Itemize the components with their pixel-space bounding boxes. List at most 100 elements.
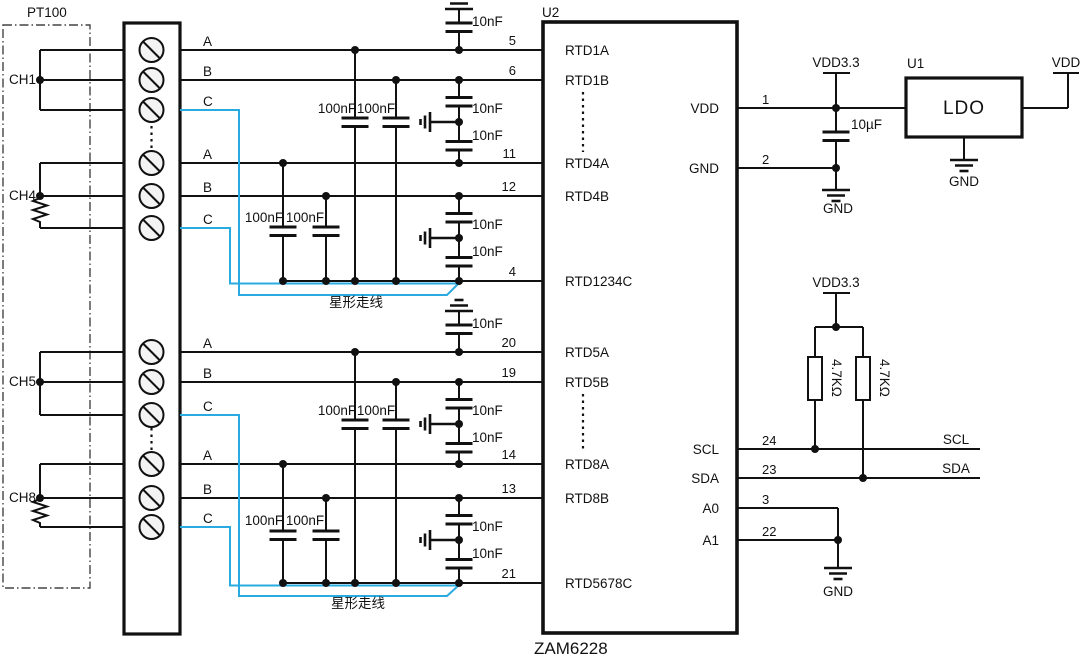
sda-net-label: SDA: [942, 461, 970, 476]
junction-dot: [455, 579, 463, 587]
svg-text:100nF: 100nF: [318, 101, 356, 116]
svg-text:SCL: SCL: [693, 442, 720, 457]
screw-slot: [142, 154, 161, 172]
svg-text:RTD8A: RTD8A: [565, 457, 609, 472]
rtd-resistor-ch8: [29, 498, 51, 527]
screw-slot: [142, 219, 161, 237]
junction-dot: [455, 277, 463, 285]
junction-dot: [322, 277, 330, 285]
wire-labels: A B C A B C A B C A B C: [203, 34, 213, 526]
ldo-ref: U1: [907, 56, 924, 71]
gnd-label-address: GND: [823, 584, 853, 599]
svg-text:14: 14: [502, 447, 516, 462]
wire-label-c4: C: [203, 212, 213, 227]
vdd33-rail-label-top: VDD3.3: [812, 55, 859, 70]
svg-text:19: 19: [502, 365, 516, 380]
svg-text:100nF: 100nF: [318, 403, 356, 418]
svg-text:6: 6: [509, 63, 516, 78]
chip-right-pin-names: VDD GND SCL SDA A0 A1: [689, 101, 719, 548]
svg-text:RTD5A: RTD5A: [565, 345, 609, 360]
svg-text:SDA: SDA: [691, 471, 719, 486]
pullup-resistor-scl: [807, 356, 823, 401]
junction-dot: [455, 46, 463, 54]
wire-label-a5: A: [203, 336, 212, 351]
wire-label-c1: C: [203, 94, 213, 109]
chip-part-number: ZAM6228: [534, 639, 608, 658]
svg-text:10nF: 10nF: [472, 519, 503, 534]
svg-text:RTD1A: RTD1A: [565, 43, 609, 58]
svg-text:10nF: 10nF: [472, 546, 503, 561]
svg-text:RTD8B: RTD8B: [565, 491, 609, 506]
terminal-screws: [138, 37, 165, 540]
junction-dot: [455, 118, 463, 126]
wire-label-c8: C: [203, 511, 213, 526]
junction-dot: [455, 159, 463, 167]
junction-dot: [322, 494, 330, 502]
svg-text:24: 24: [762, 433, 776, 448]
svg-text:11: 11: [503, 146, 517, 161]
junction-dot: [392, 277, 400, 285]
channel-label-ch8: CH8: [9, 490, 36, 505]
junction-dot: [455, 420, 463, 428]
wire-label-b8: B: [203, 482, 212, 497]
junction-dot: [832, 164, 840, 172]
svg-text:100nF: 100nF: [286, 513, 324, 528]
junction-dots: [36, 46, 867, 587]
svg-text:100nF: 100nF: [357, 403, 395, 418]
junction-dot: [322, 579, 330, 587]
star-routing-note-bottom: 星形走线: [331, 596, 385, 611]
scl-net-label: SCL: [943, 432, 970, 447]
star-routing-wires: [180, 109, 460, 597]
cap-10n-labels: 10nF 10nF 10nF 10nF 10nF 10nF 10nF 10nF …: [472, 14, 503, 561]
channel-label-ch1: CH1: [9, 72, 36, 87]
signal-wires: [180, 49, 543, 584]
rtd-resistor-ch4: [29, 197, 51, 228]
junction-dot: [455, 378, 463, 386]
screw-slot: [142, 518, 161, 536]
ldo-regulator: [904, 76, 1024, 139]
screw-slot: [142, 187, 161, 205]
junction-dot: [455, 76, 463, 84]
chip-ref: U2: [542, 5, 559, 20]
junction-dot: [859, 474, 867, 482]
vdd-rail-label: VDD: [1052, 55, 1080, 70]
junction-dot: [455, 348, 463, 356]
junction-dot: [455, 192, 463, 200]
wire-label-c5: C: [203, 399, 213, 414]
junction-dot: [834, 536, 842, 544]
svg-text:2: 2: [762, 152, 769, 167]
junction-dot: [36, 192, 44, 200]
svg-text:100nF: 100nF: [245, 513, 283, 528]
zam6228-chip: [541, 20, 739, 635]
junction-dot: [279, 159, 287, 167]
screw-slot: [142, 41, 161, 59]
ldo-label: LDO: [943, 98, 985, 119]
svg-text:3: 3: [762, 492, 769, 507]
wire-label-b4: B: [203, 180, 212, 195]
junction-dot: [322, 192, 330, 200]
screw-slot: [142, 101, 161, 119]
wire-label-b1: B: [203, 64, 212, 79]
screw-slot: [142, 489, 161, 507]
gnd-label-cap: GND: [823, 201, 853, 216]
channel-wiring: [29, 49, 124, 528]
cap-10u-label: 10µF: [851, 117, 882, 132]
svg-text:23: 23: [762, 462, 776, 477]
junction-dot: [351, 46, 359, 54]
junction-dot: [455, 460, 463, 468]
power-wiring: [737, 72, 1079, 190]
pt100-label: PT100: [27, 5, 67, 20]
cap-100n-labels: 100nF 100nF 100nF 100nF 100nF 100nF 100n…: [245, 101, 395, 528]
junction-dot: [351, 348, 359, 356]
junction-dot: [36, 494, 44, 502]
junction-dot: [832, 104, 840, 112]
junction-dot: [392, 378, 400, 386]
svg-text:10nF: 10nF: [472, 430, 503, 445]
junction-dot: [811, 445, 819, 453]
pullup-resistor-sda: [855, 356, 871, 401]
junction-dot: [455, 234, 463, 242]
svg-text:12: 12: [502, 179, 516, 194]
junction-dot: [279, 277, 287, 285]
